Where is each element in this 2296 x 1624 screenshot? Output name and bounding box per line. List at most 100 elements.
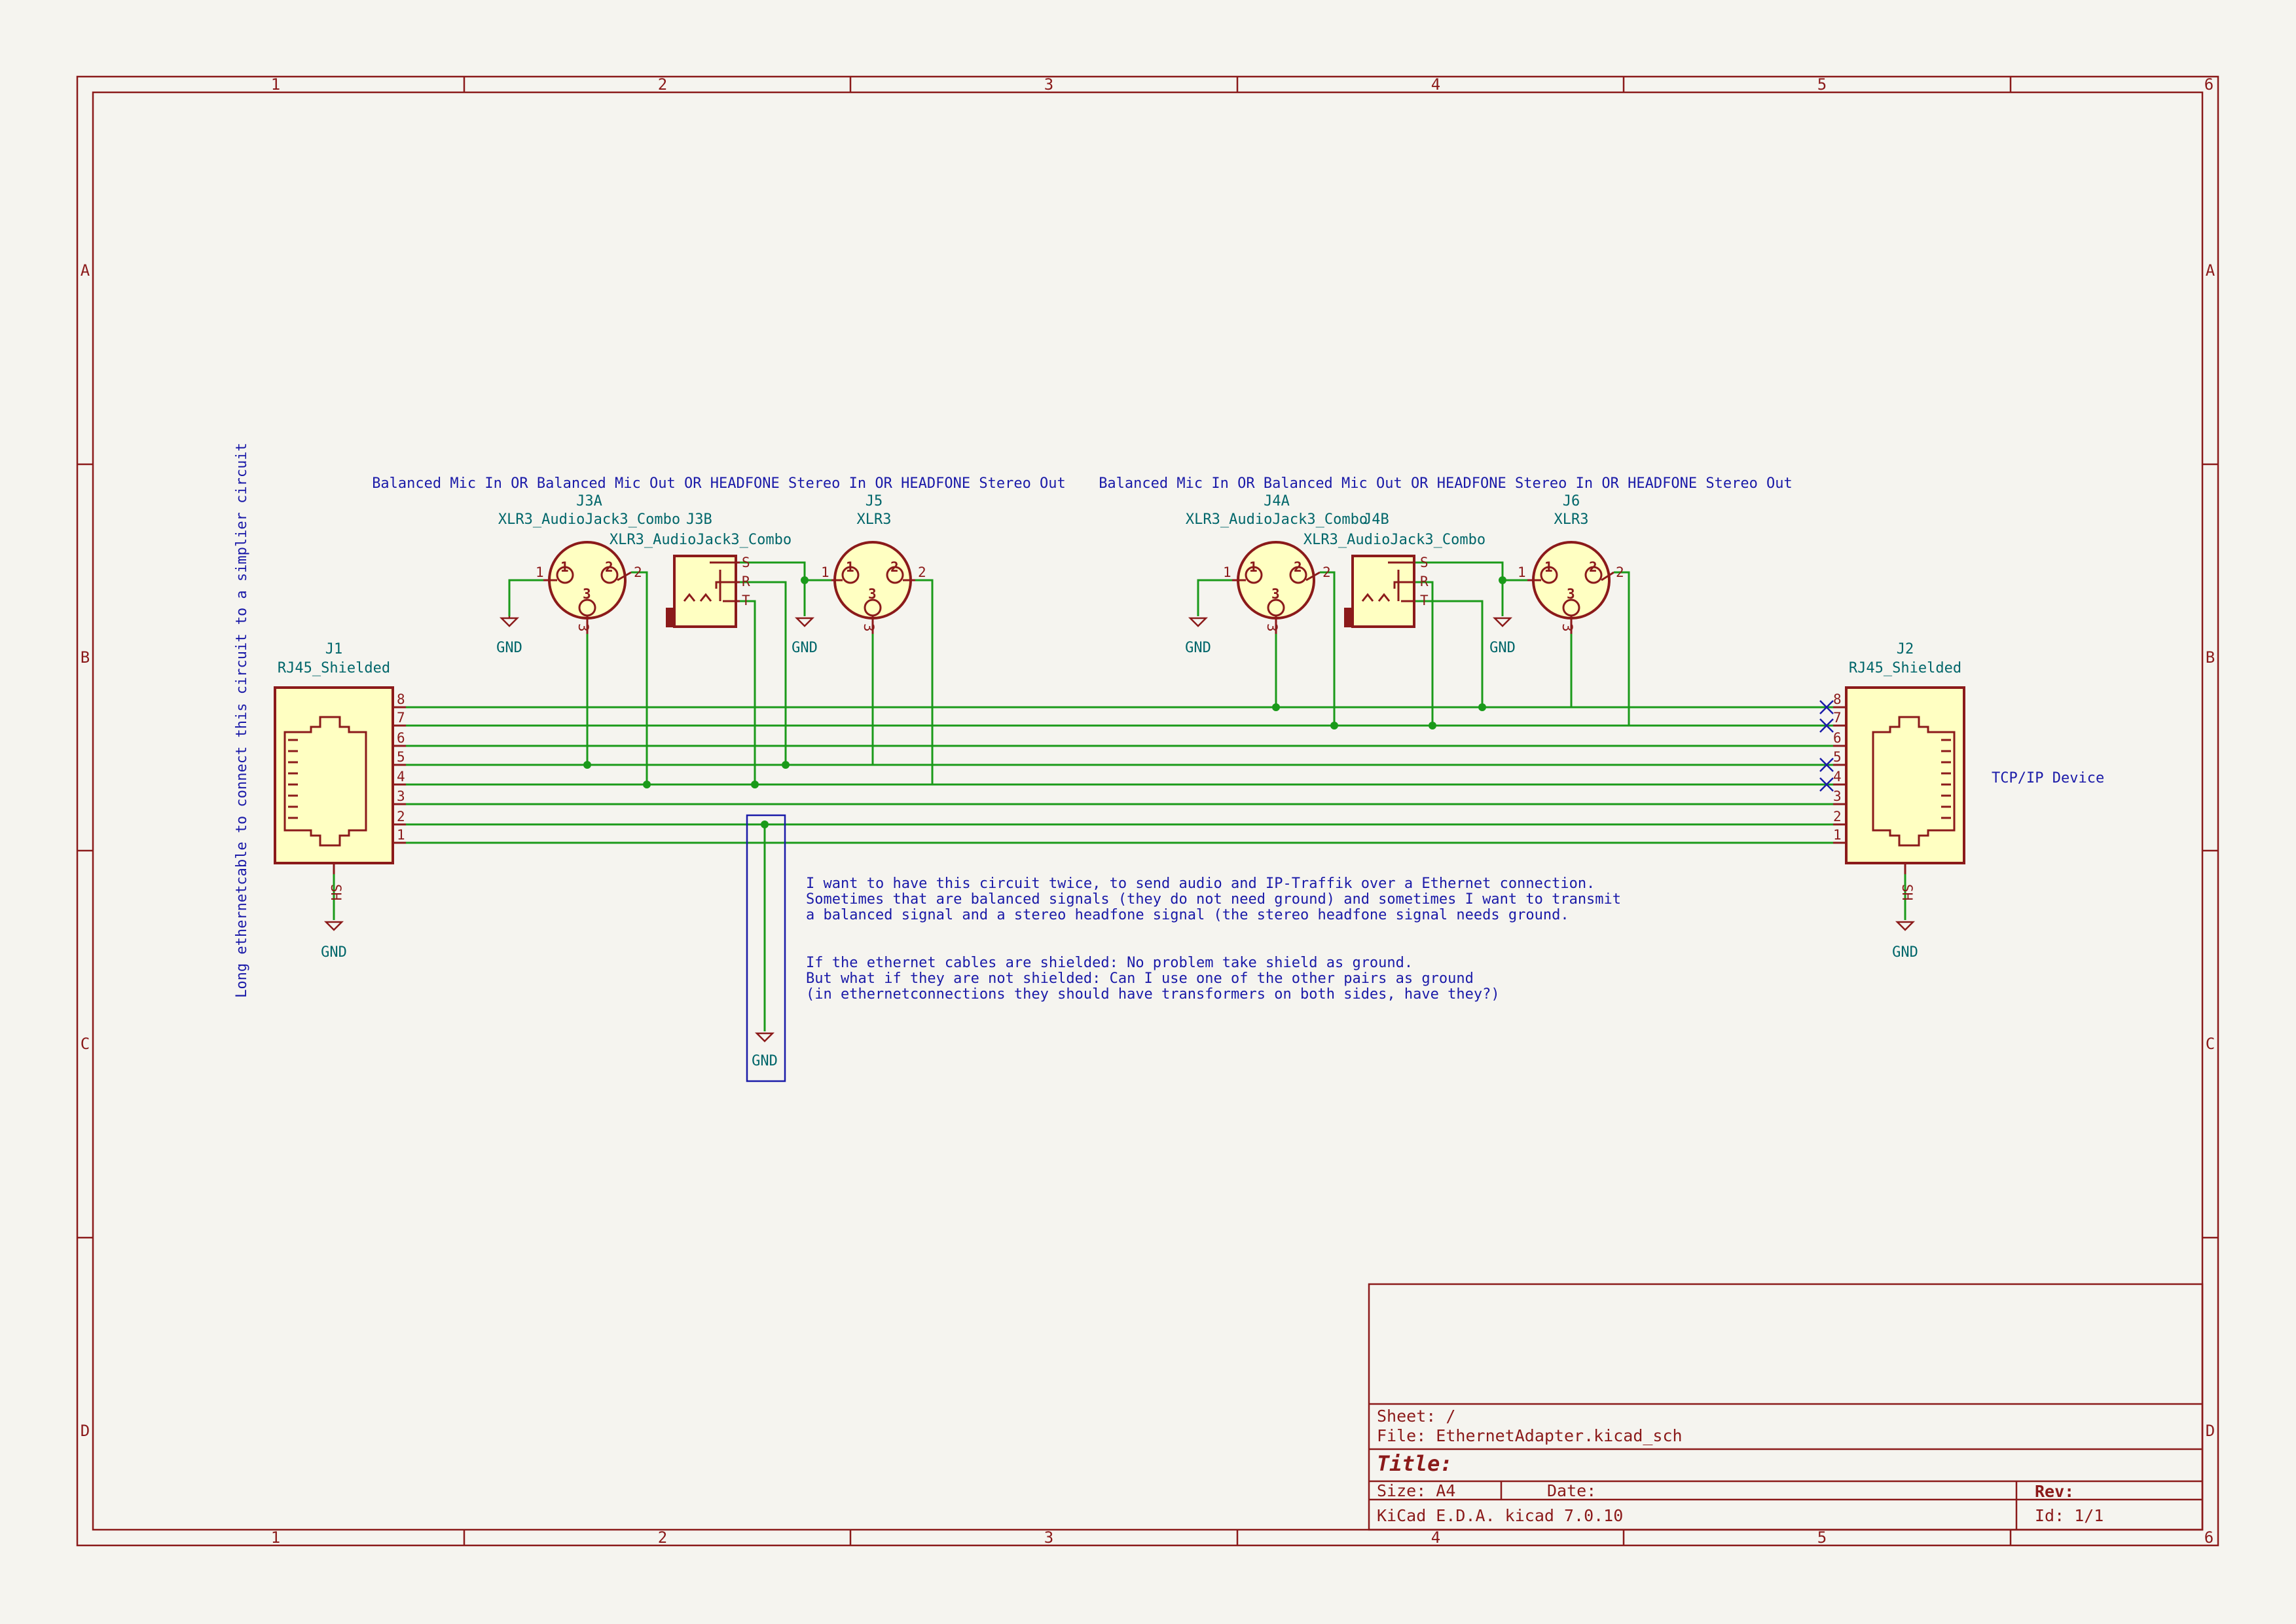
connector-j4a[interactable]: J4A XLR3_AudioJack3_Combo 1 2 3 1 2 3 [1186, 493, 1368, 634]
j2-pin-number: 6 [1833, 730, 1842, 746]
gnd-label: GND [496, 640, 522, 656]
gnd-label: GND [1489, 640, 1516, 656]
j5-pin-number: 3 [861, 623, 877, 632]
rev-label: Rev: [2035, 1482, 2074, 1501]
date-label: Date: [1547, 1481, 1596, 1500]
junction-dot [1330, 722, 1338, 729]
wire-j4b-S [1414, 561, 1527, 581]
j2-ref: J2 [1897, 641, 1914, 657]
file-name: File: EthernetAdapter.kicad_sch [1377, 1426, 1683, 1445]
note-line: Sometimes that are balanced signals (the… [806, 891, 1621, 908]
gnd-label: GND [752, 1053, 778, 1069]
gnd-symbol: GND [321, 921, 347, 961]
j1-pin-number: 7 [397, 710, 405, 726]
connector-j2[interactable]: J2 RJ45_Shielded 8 7 6 5 4 3 2 1 SH [1819, 641, 1965, 900]
gnd-symbol: GND [792, 617, 818, 656]
row-label: C [2206, 1035, 2215, 1053]
j2-value: RJ45_Shielded [1849, 660, 1961, 676]
wire-j4a-pin2 [1320, 571, 1336, 726]
j3a-pin-number: 2 [634, 564, 642, 580]
note-line: If the ethernet cables are shielded: No … [806, 955, 1413, 971]
j2-pin-number: 3 [1833, 788, 1842, 804]
connector-j6[interactable]: J6 XLR3 1 2 3 1 2 3 [1518, 493, 1624, 634]
j2-pin-number: 8 [1833, 692, 1842, 707]
j1-pin-number: 2 [397, 809, 405, 824]
col-label: 3 [1044, 1528, 1053, 1547]
highlight-box [746, 814, 786, 1082]
j1-pin-number: 5 [397, 749, 405, 765]
rj45-jack-icon [1872, 716, 1956, 847]
j1-shield-pin: SH [328, 884, 344, 900]
title-block: Sheet: / File: EthernetAdapter.kicad_sch… [1368, 1283, 2204, 1531]
j3a-pin-label: 2 [605, 559, 613, 575]
j4b-pin-label: T [1420, 593, 1429, 608]
drawing-frame: 1 2 3 4 5 6 1 2 3 4 5 6 A B C D A B C D [76, 75, 2219, 1547]
junction-dot [801, 576, 809, 584]
j1-pin-number: 3 [397, 788, 405, 804]
row-label: A [2206, 261, 2215, 280]
j5-pin-number: 1 [821, 564, 829, 580]
gnd-symbol: GND [1185, 617, 1211, 656]
j1-value: RJ45_Shielded [278, 660, 390, 676]
j4b-pin-label: R [1420, 574, 1429, 589]
row-label: C [81, 1035, 90, 1053]
j6-pin-label: 1 [1544, 559, 1553, 575]
j3a-pin-number: 3 [575, 623, 591, 632]
note-line: But what if they are not shielded: Can I… [806, 970, 1474, 987]
junction-dot [1272, 703, 1280, 711]
gnd-label: GND [1185, 640, 1211, 656]
j3b-ref: J3B [686, 511, 712, 528]
connector-j3b[interactable]: J3B XLR3_AudioJack3_Combo S R T [610, 511, 792, 628]
junction-dot [761, 821, 769, 828]
j2-pin-number: 2 [1833, 809, 1842, 824]
rj45-jack-icon [283, 716, 367, 847]
gnd-symbol: GND [1892, 921, 1918, 961]
row-label: B [81, 648, 90, 667]
j3a-pin-number: 1 [536, 564, 544, 580]
size-label: Size: A4 [1377, 1481, 1455, 1500]
wire-j3a-pin1-gnd [508, 579, 543, 616]
wire-j3a-pin2 [631, 571, 648, 784]
j4a-pin-label: 2 [1294, 559, 1302, 575]
j4b-ref: J4B [1363, 511, 1389, 528]
col-label: 6 [2204, 1528, 2214, 1547]
col-label: 5 [1817, 1528, 1827, 1547]
j3a-pin-label: 3 [583, 586, 591, 602]
j6-pin-label: 2 [1589, 559, 1597, 575]
col-label: 5 [1817, 75, 1827, 94]
j1-pin-number: 1 [397, 827, 405, 843]
net-wires [333, 561, 1906, 1031]
notes-paragraph-1: I want to have this circuit twice, to se… [806, 876, 1621, 923]
j1-pin-number: 4 [397, 769, 405, 784]
left-group-title: Balanced Mic In OR Balanced Mic Out OR H… [372, 475, 1066, 492]
gnd-symbol: GND [1489, 617, 1516, 656]
sheet-id: Id: 1/1 [2035, 1506, 2104, 1525]
j2-pin-number: 1 [1833, 827, 1842, 843]
j2-pin-number: 5 [1833, 749, 1842, 765]
junction-dot [583, 761, 591, 769]
vertical-note: Long ethernetcable to connect this circu… [234, 443, 250, 998]
j1-ref: J1 [325, 641, 343, 657]
junctions [583, 576, 1506, 828]
junction-dot [782, 761, 790, 769]
audio-jack-icon [683, 561, 736, 602]
wire-j3b-T [740, 600, 756, 784]
j3a-pin-label: 1 [560, 559, 569, 575]
connector-j4b[interactable]: J4B XLR3_AudioJack3_Combo S R T [1303, 511, 1485, 628]
row-label: D [81, 1422, 90, 1440]
j4a-pin-number: 2 [1322, 564, 1331, 580]
j6-value: XLR3 [1554, 511, 1589, 528]
wire-j4b-R [1414, 581, 1434, 726]
col-label: 2 [658, 1528, 667, 1547]
wire-j3b-R [740, 581, 787, 765]
col-label: 1 [271, 1528, 280, 1547]
j2-shield-pin: SH [1899, 884, 1915, 900]
j5-pin-label: 3 [868, 586, 877, 602]
connector-j3a[interactable]: J3A XLR3_AudioJack3_Combo 1 2 3 1 2 3 [498, 493, 680, 634]
connector-j5[interactable]: J5 XLR3 1 2 3 1 2 3 [821, 493, 926, 634]
connector-j1[interactable]: J1 RJ45_Shielded 8 7 6 5 4 3 2 1 SH [274, 641, 406, 900]
j1-pin-number: 8 [397, 692, 405, 707]
j5-pin-label: 1 [846, 559, 854, 575]
j5-pin-label: 2 [890, 559, 899, 575]
row-label: B [2206, 648, 2215, 667]
